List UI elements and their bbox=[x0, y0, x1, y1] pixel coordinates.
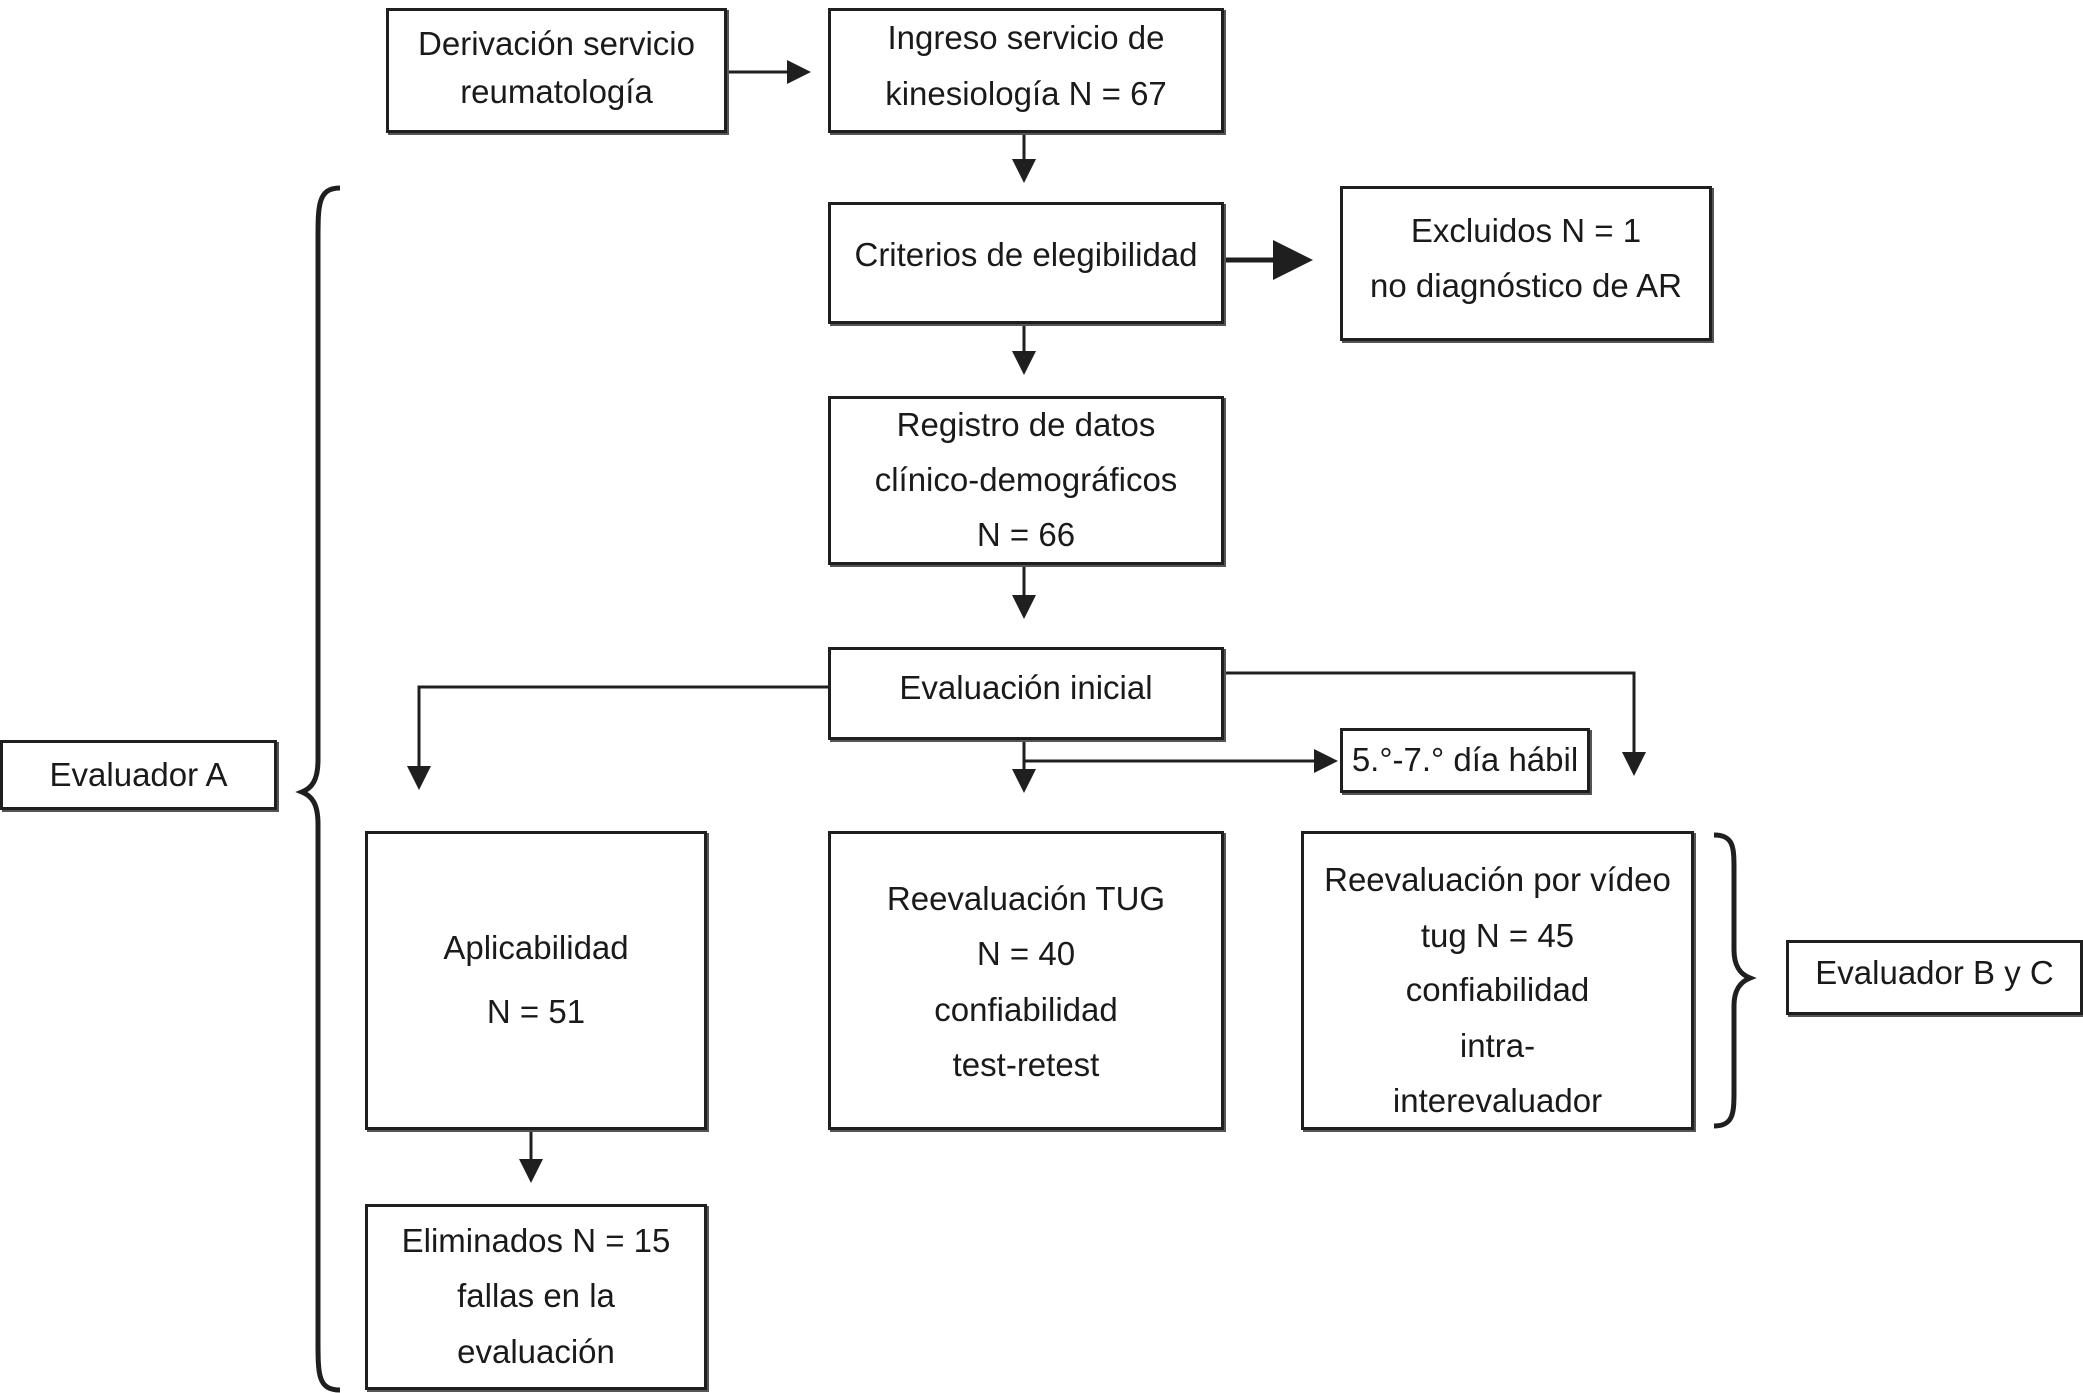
video-line-2: tug N = 45 bbox=[1420, 917, 1575, 954]
evaluacion-label: Evaluación inicial bbox=[899, 669, 1153, 706]
box-registro bbox=[828, 396, 1224, 565]
tug-line-3: confiabilidad bbox=[934, 991, 1118, 1028]
box-evaluador-a bbox=[0, 740, 277, 810]
tug-line-1: Reevaluación TUG bbox=[886, 880, 1166, 917]
ingreso-line-2: kinesiología N = 67 bbox=[885, 75, 1167, 112]
arrow-evaluacion-aplicabilidad bbox=[407, 685, 828, 790]
box-evaluador-bc bbox=[1786, 940, 2083, 1015]
tug-line-4: test-retest bbox=[952, 1046, 1100, 1083]
dia-habil-label: 5.°-7.° día hábil bbox=[1351, 741, 1579, 778]
excluidos-line-2: no diagnóstico de AR bbox=[1370, 267, 1682, 304]
registro-line-1: Registro de datos bbox=[896, 406, 1156, 443]
ingreso-line-1: Ingreso servicio de bbox=[887, 19, 1165, 56]
video-line-1: Reevaluación por vídeo bbox=[1324, 861, 1671, 898]
derivacion-line-2: reumatología bbox=[460, 73, 653, 110]
evaluador-bc-label: Evaluador B y C bbox=[1815, 954, 2054, 991]
criterios-label: Criterios de elegibilidad bbox=[854, 236, 1198, 273]
video-line-3: confiabilidad bbox=[1405, 971, 1590, 1008]
eliminados-line-1: Eliminados N = 15 bbox=[401, 1222, 671, 1259]
box-derivacion bbox=[386, 8, 727, 133]
box-aplicabilidad bbox=[365, 831, 707, 1130]
box-excluidos bbox=[1340, 186, 1712, 341]
video-line-4: intra- bbox=[1459, 1027, 1536, 1064]
box-ingreso bbox=[828, 8, 1224, 133]
evaluador-a-label: Evaluador A bbox=[49, 756, 228, 793]
video-line-5: interevaluador bbox=[1392, 1082, 1603, 1119]
box-criterios bbox=[828, 202, 1224, 324]
aplicabilidad-line-2: N = 51 bbox=[486, 993, 586, 1030]
arrow-evaluacion-video bbox=[1224, 671, 1646, 776]
registro-line-2: clínico-demográficos bbox=[874, 461, 1178, 498]
derivacion-line-1: Derivación servicio bbox=[418, 25, 695, 62]
box-reevaluacion-tug bbox=[828, 831, 1224, 1130]
box-evaluacion bbox=[828, 647, 1224, 740]
tug-line-2: N = 40 bbox=[976, 935, 1076, 972]
left-brace bbox=[295, 185, 341, 1393]
box-dia-habil bbox=[1340, 728, 1590, 793]
registro-line-3: N = 66 bbox=[976, 516, 1076, 553]
box-reevaluacion-video bbox=[1301, 831, 1694, 1130]
right-brace bbox=[1713, 832, 1757, 1129]
box-eliminados bbox=[365, 1204, 707, 1390]
eliminados-line-3: evaluación bbox=[457, 1333, 615, 1370]
aplicabilidad-line-1: Aplicabilidad bbox=[443, 929, 629, 966]
eliminados-line-2: fallas en la bbox=[457, 1277, 615, 1314]
excluidos-line-1: Excluidos N = 1 bbox=[1410, 212, 1642, 249]
